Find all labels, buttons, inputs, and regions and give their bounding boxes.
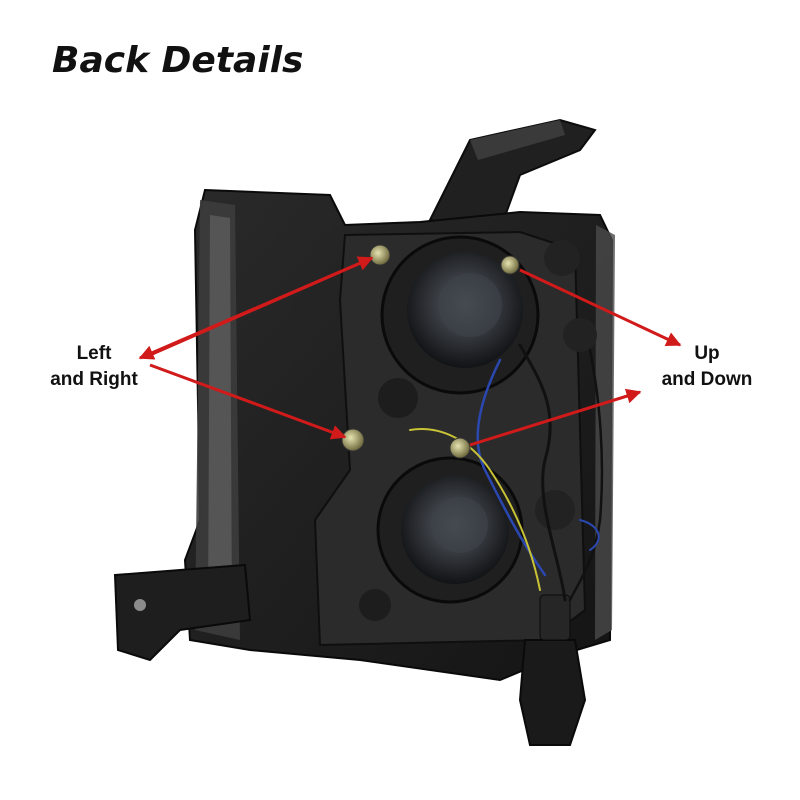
up-down-label-line1: Up [694, 343, 720, 364]
low-beam-bulb-cover [376, 456, 524, 604]
left-right-callout: Left and Right [34, 341, 154, 393]
callout-arrows [138, 256, 682, 447]
high-beam-bulb-cover [380, 235, 540, 395]
page-title: Back Details [52, 40, 304, 81]
wiring-harness [409, 343, 604, 602]
left-right-label-line2: and Right [50, 369, 138, 390]
up-down-callout: Up and Down [642, 341, 772, 393]
mounting-bracket-lower [113, 563, 252, 662]
adjuster-bolts [341, 244, 520, 459]
up-down-label-line2: and Down [661, 369, 753, 390]
wire-connector [518, 594, 587, 746]
left-right-label-line1: Left [76, 343, 112, 364]
